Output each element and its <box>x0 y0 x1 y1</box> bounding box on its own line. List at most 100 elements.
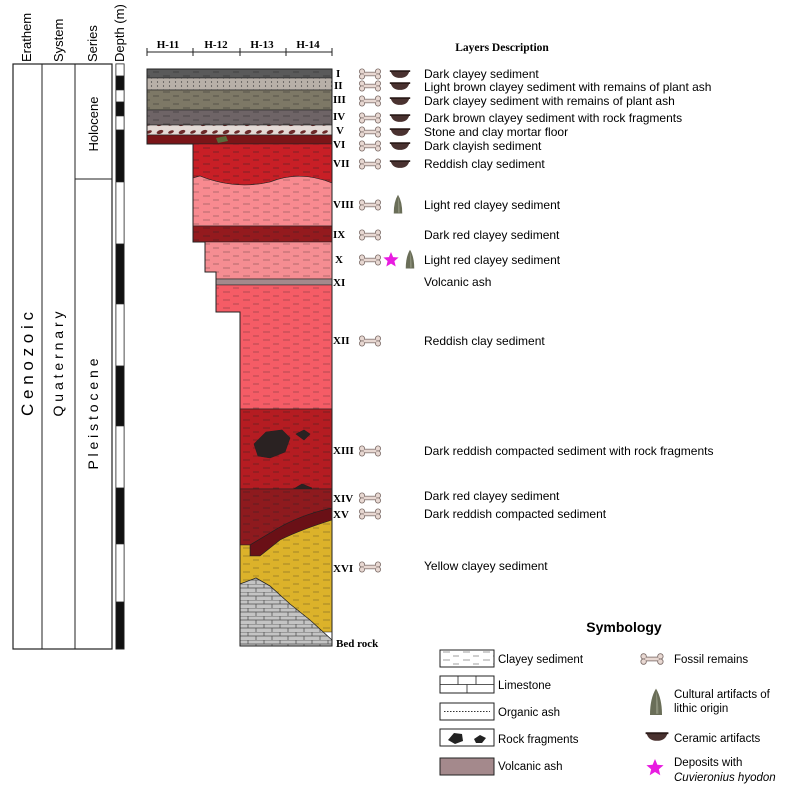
section-label-h11: H-11 <box>157 39 180 51</box>
legend-limestone-label: Limestone <box>498 680 551 692</box>
numeral-viii: VIII <box>333 199 354 211</box>
section-label-h13: H-13 <box>250 39 274 51</box>
bone-icon <box>640 653 664 665</box>
limestone-swatch <box>439 675 495 694</box>
depth-scale-band <box>115 181 125 245</box>
volcanic-ash-swatch <box>439 757 495 776</box>
legend-volcanic-ash-label: Volcanic ash <box>498 761 563 773</box>
layer-x-texture <box>205 242 332 279</box>
desc-i: Dark clayey sediment <box>424 67 539 81</box>
bone-icon <box>358 335 381 347</box>
legend-lithic-label-line1: Cultural artifacts of <box>674 689 771 701</box>
bone-icon <box>358 126 381 138</box>
numeral-xvi: XVI <box>333 563 353 575</box>
lithic-artifact-icon <box>650 688 662 715</box>
bone-icon <box>640 653 664 665</box>
ceramic-bowl-icon <box>389 70 411 78</box>
bone-icon <box>358 68 381 80</box>
desc-viii: Light red clayey sediment <box>424 198 561 212</box>
depth-scale-band <box>115 543 125 603</box>
layer-viii-texture <box>193 176 332 226</box>
desc-vii: Reddish clay sediment <box>424 157 545 171</box>
numeral-ix: IX <box>333 229 345 241</box>
ceramic-bowl-icon <box>389 82 411 90</box>
bone-icon <box>358 561 381 573</box>
bone-icon <box>358 140 381 152</box>
magenta-star-icon <box>646 759 664 776</box>
depth-scale-band <box>115 425 125 489</box>
system-header: System <box>51 19 66 62</box>
numeral-i: I <box>336 68 340 80</box>
numeral-x: X <box>335 254 343 266</box>
layer-ii-texture <box>147 78 332 90</box>
desc-xiv: Dark red clayey sediment <box>424 489 560 503</box>
desc-xi: Volcanic ash <box>424 275 491 289</box>
rock-fragment <box>253 429 291 459</box>
profile-outline <box>146 68 333 647</box>
section-header-bar: H-11 H-12 H-13 H-14 <box>146 39 333 56</box>
numeral-vi: VI <box>333 139 345 151</box>
bone-icon <box>358 112 381 124</box>
layer-iv-texture <box>147 110 332 125</box>
numeral-xii: XII <box>333 335 350 347</box>
depth-scale-bar <box>115 63 125 650</box>
desc-ii: Light brown clayey sediment with remains… <box>424 80 711 94</box>
desc-xii: Reddish clay sediment <box>424 334 545 348</box>
layer-i-texture <box>147 69 332 78</box>
ceramic-bowl-icon <box>389 97 411 105</box>
legend-clayey-label: Clayey sediment <box>498 654 584 666</box>
desc-iii: Dark clayey sediment with remains of pla… <box>424 94 675 108</box>
numeral-xv: XV <box>333 509 349 521</box>
magenta-star-icon <box>646 759 664 776</box>
legend-cuvieronius-label-line1: Deposits with <box>674 757 742 769</box>
depth-scale-band <box>115 63 125 77</box>
bone-icon <box>358 80 381 92</box>
depth-scale-band <box>115 487 125 545</box>
layer-numerals: I II III IV V VI VII VIII IX X XI XII XI… <box>333 68 379 650</box>
numeral-xiv: XIV <box>333 493 353 505</box>
layer-v <box>146 124 333 136</box>
layer-vii-texture <box>193 144 332 185</box>
layer-symbol-column <box>358 68 415 573</box>
section-label-h12: H-12 <box>204 39 228 51</box>
desc-xvi: Yellow clayey sediment <box>424 559 548 573</box>
desc-xiii: Dark reddish compacted sediment with roc… <box>424 444 713 458</box>
bone-icon <box>358 508 381 520</box>
numeral-vii: VII <box>333 158 350 170</box>
table-frame <box>12 63 113 650</box>
layer-ix-texture <box>193 226 332 242</box>
depth-scale-band <box>115 601 125 650</box>
numeral-v: V <box>336 125 344 137</box>
ceramic-bowl-icon <box>645 732 669 741</box>
stratigraphic-column-table: Erathem System Series Depth (m) C e n o … <box>12 4 127 650</box>
rock-fragment <box>295 429 311 441</box>
legend-rock-fragments-label: Rock fragments <box>498 734 579 746</box>
layer-vi-fragment <box>216 136 228 143</box>
bone-icon <box>358 229 381 241</box>
desc-ix: Dark red clayey sediment <box>424 228 560 242</box>
depth-header: Depth (m) <box>112 4 127 62</box>
symbology-title: Symbology <box>586 619 662 635</box>
layers-description-title: Layers Description <box>455 42 549 54</box>
numeral-xiii: XIII <box>333 445 354 457</box>
lithic-artifact-icon <box>650 688 662 715</box>
numeral-ii: II <box>334 80 343 92</box>
numeral-iv: IV <box>333 111 345 123</box>
bone-icon <box>358 199 381 211</box>
depth-scale-band <box>115 115 125 131</box>
layer-vi <box>146 134 333 145</box>
symbology-legend: Symbology Clayey sediment Limestone Orga… <box>439 619 776 784</box>
bone-icon <box>358 492 381 504</box>
bone-icon <box>358 445 381 457</box>
depth-scale-band <box>115 365 125 427</box>
pleistocene-label: P l e i s t o c e n e <box>85 358 101 469</box>
system-label: Q u a t e r n a r y <box>50 311 66 416</box>
legend-ceramic-label: Ceramic artifacts <box>674 733 761 745</box>
numeral-iii: III <box>333 94 346 106</box>
erathem-header: Erathem <box>19 13 34 62</box>
depth-scale-band <box>115 75 125 91</box>
layer-iii-texture <box>147 90 332 110</box>
layer-xii-texture <box>216 285 332 409</box>
desc-xv: Dark reddish compacted sediment <box>424 507 607 521</box>
lithic-artifact-icon <box>393 194 403 214</box>
